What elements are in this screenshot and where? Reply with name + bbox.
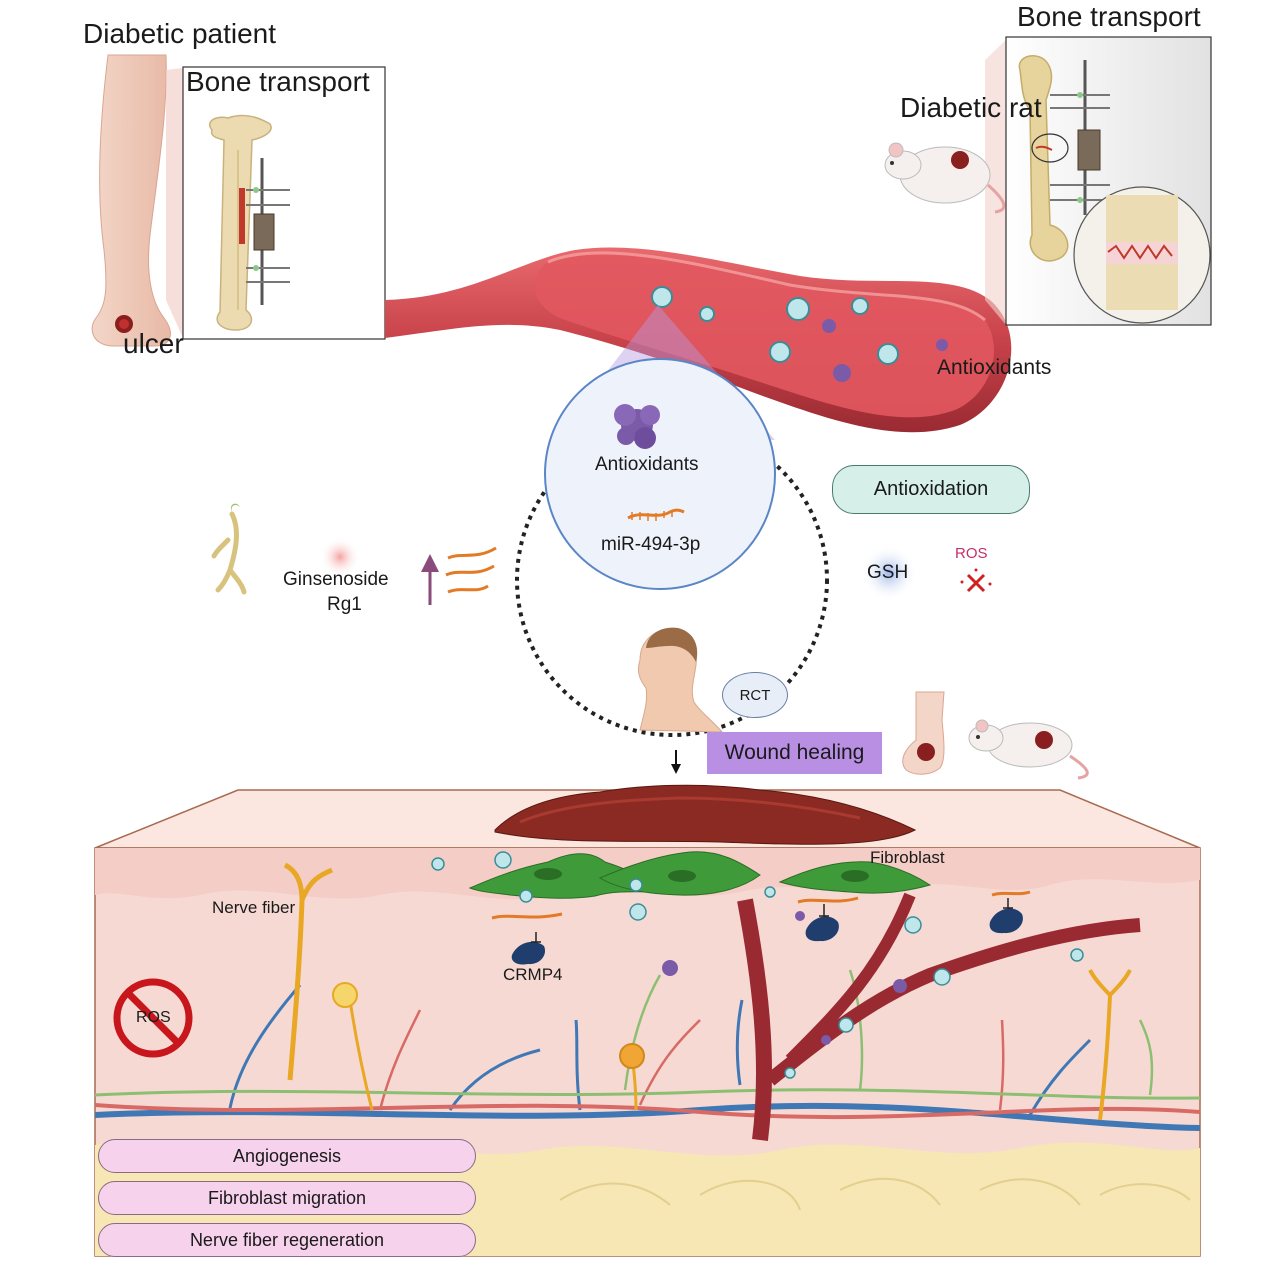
- rct-badge: RCT: [722, 672, 788, 718]
- wound-healing-box: Wound healing: [707, 732, 882, 774]
- label-gsh: GSH: [867, 562, 909, 583]
- fixator-icon: [246, 158, 290, 305]
- label-bone-transport-left: Bone transport: [186, 66, 370, 97]
- no-ros-icon: [113, 978, 193, 1058]
- fibroblast-icon: [468, 851, 932, 899]
- label-ros-big: ROS: [136, 1009, 171, 1026]
- label-ginsenoside-line1: Ginsenoside: [283, 569, 389, 590]
- rat-icon: [968, 719, 1089, 780]
- artery-tree: [737, 892, 1141, 1141]
- inset-circle: [544, 358, 776, 590]
- nerve-fiber-icon: [283, 862, 1132, 1121]
- bone-icon: [208, 114, 272, 331]
- mirna-icon: [491, 890, 1031, 920]
- label-fibroblast: Fibroblast: [870, 848, 945, 867]
- ginseng-icon: [211, 503, 247, 595]
- foot-icon: [902, 691, 945, 775]
- label-ulcer: ulcer: [123, 328, 184, 359]
- wound-scab: [494, 784, 917, 845]
- mirna-icon: [445, 546, 497, 594]
- outcome-nerve-fiber-regeneration: Nerve fiber regeneration: [98, 1223, 476, 1257]
- rat-icon: [884, 142, 1006, 214]
- label-diabetic-rat: Diabetic rat: [900, 92, 1042, 123]
- outcome-angiogenesis: Angiogenesis: [98, 1139, 476, 1173]
- ros-cross-icon: [960, 568, 992, 593]
- crmp4-icon: [511, 898, 1023, 965]
- blood-vessel: [385, 247, 1012, 433]
- leg-icon: [91, 54, 171, 347]
- exosome-icon: [651, 286, 899, 365]
- exosome-icon: [431, 851, 1084, 1079]
- bone-transport-inset-right: [1005, 36, 1212, 326]
- label-ros-small: ROS: [955, 545, 988, 562]
- label-antioxidants-vessel: Antioxidants: [937, 356, 1052, 379]
- mirna-icon: [627, 508, 685, 521]
- antioxidant-blob-icon: [662, 911, 907, 1045]
- outcome-fibroblast-migration: Fibroblast migration: [98, 1181, 476, 1215]
- label-bone-transport-right: Bone transport: [1017, 1, 1201, 32]
- arrow-down-icon: [671, 750, 681, 774]
- label-antioxidants-circle: Antioxidants: [595, 454, 699, 475]
- femur-icon: [1018, 55, 1211, 324]
- antioxidant-blob-icon: [822, 319, 948, 382]
- label-diabetic-patient: Diabetic patient: [83, 18, 277, 49]
- label-ginsenoside-line2: Rg1: [327, 594, 362, 615]
- label-nerve-fiber: Nerve fiber: [212, 898, 296, 917]
- head-icon: [637, 627, 724, 733]
- arrow-up-icon: [421, 554, 439, 605]
- bone-transport-inset-left: [182, 66, 386, 340]
- label-crmp4: CRMP4: [503, 965, 563, 984]
- green-nerve-network: [94, 969, 1201, 1100]
- label-mirna: miR-494-3p: [601, 534, 701, 555]
- artery-network: [94, 1009, 1201, 1120]
- antioxidant-blob-icon: [614, 404, 660, 449]
- antioxidation-pill: Antioxidation: [832, 465, 1030, 514]
